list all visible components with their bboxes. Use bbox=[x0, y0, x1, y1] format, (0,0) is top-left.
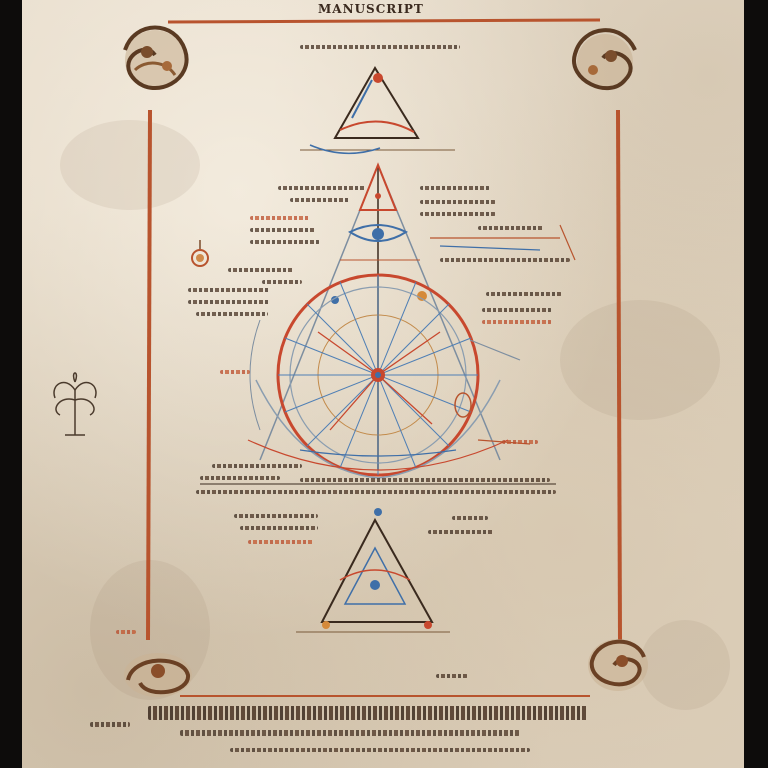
footer-script-line bbox=[148, 706, 588, 720]
footer-script-line bbox=[90, 722, 130, 727]
script-line bbox=[196, 490, 556, 494]
scrollwork-ornament-icon bbox=[588, 639, 648, 691]
script-line bbox=[240, 526, 318, 530]
script-line bbox=[420, 212, 496, 216]
script-line bbox=[486, 292, 562, 296]
lower-triangle-diagram bbox=[296, 508, 450, 633]
script-line bbox=[278, 186, 366, 190]
script-line bbox=[420, 200, 496, 204]
title-text: MANUSCRIPT bbox=[318, 2, 424, 16]
script-line bbox=[300, 45, 460, 49]
script-line bbox=[116, 630, 136, 634]
parchment-stain bbox=[60, 120, 200, 210]
script-line bbox=[290, 198, 350, 202]
parchment-stain bbox=[640, 620, 730, 710]
script-line bbox=[482, 308, 552, 312]
script-line bbox=[452, 516, 488, 520]
script-line bbox=[420, 186, 490, 190]
footer-script-line bbox=[180, 730, 520, 736]
script-line bbox=[196, 312, 268, 316]
script-line bbox=[228, 268, 294, 272]
script-line bbox=[250, 228, 316, 232]
script-line bbox=[212, 464, 302, 468]
script-line bbox=[250, 216, 310, 220]
footer-script-line bbox=[230, 748, 530, 752]
script-line bbox=[262, 280, 302, 284]
script-line bbox=[478, 226, 544, 230]
scrollwork-ornament-icon bbox=[124, 653, 192, 697]
script-line bbox=[234, 514, 318, 518]
script-line bbox=[250, 240, 320, 244]
tree-icon bbox=[53, 372, 97, 436]
script-line bbox=[300, 478, 550, 482]
script-line bbox=[248, 540, 314, 544]
scrollwork-ornament-icon bbox=[123, 25, 189, 91]
script-line bbox=[188, 288, 270, 292]
script-line bbox=[440, 258, 570, 262]
scrollwork-ornament-icon bbox=[572, 28, 637, 91]
script-line bbox=[220, 370, 250, 374]
script-line bbox=[200, 476, 280, 480]
top-triangle-diagram bbox=[300, 66, 455, 155]
pendant-icon bbox=[191, 240, 209, 267]
script-line bbox=[482, 320, 552, 324]
script-line bbox=[436, 674, 468, 678]
script-line bbox=[502, 440, 538, 444]
script-line bbox=[428, 530, 494, 534]
script-line bbox=[188, 300, 270, 304]
manuscript-title: MANUSCRIPT bbox=[318, 2, 424, 16]
frame-border bbox=[146, 18, 622, 697]
parchment-stain bbox=[560, 300, 720, 420]
wheel-diagram bbox=[247, 273, 509, 479]
